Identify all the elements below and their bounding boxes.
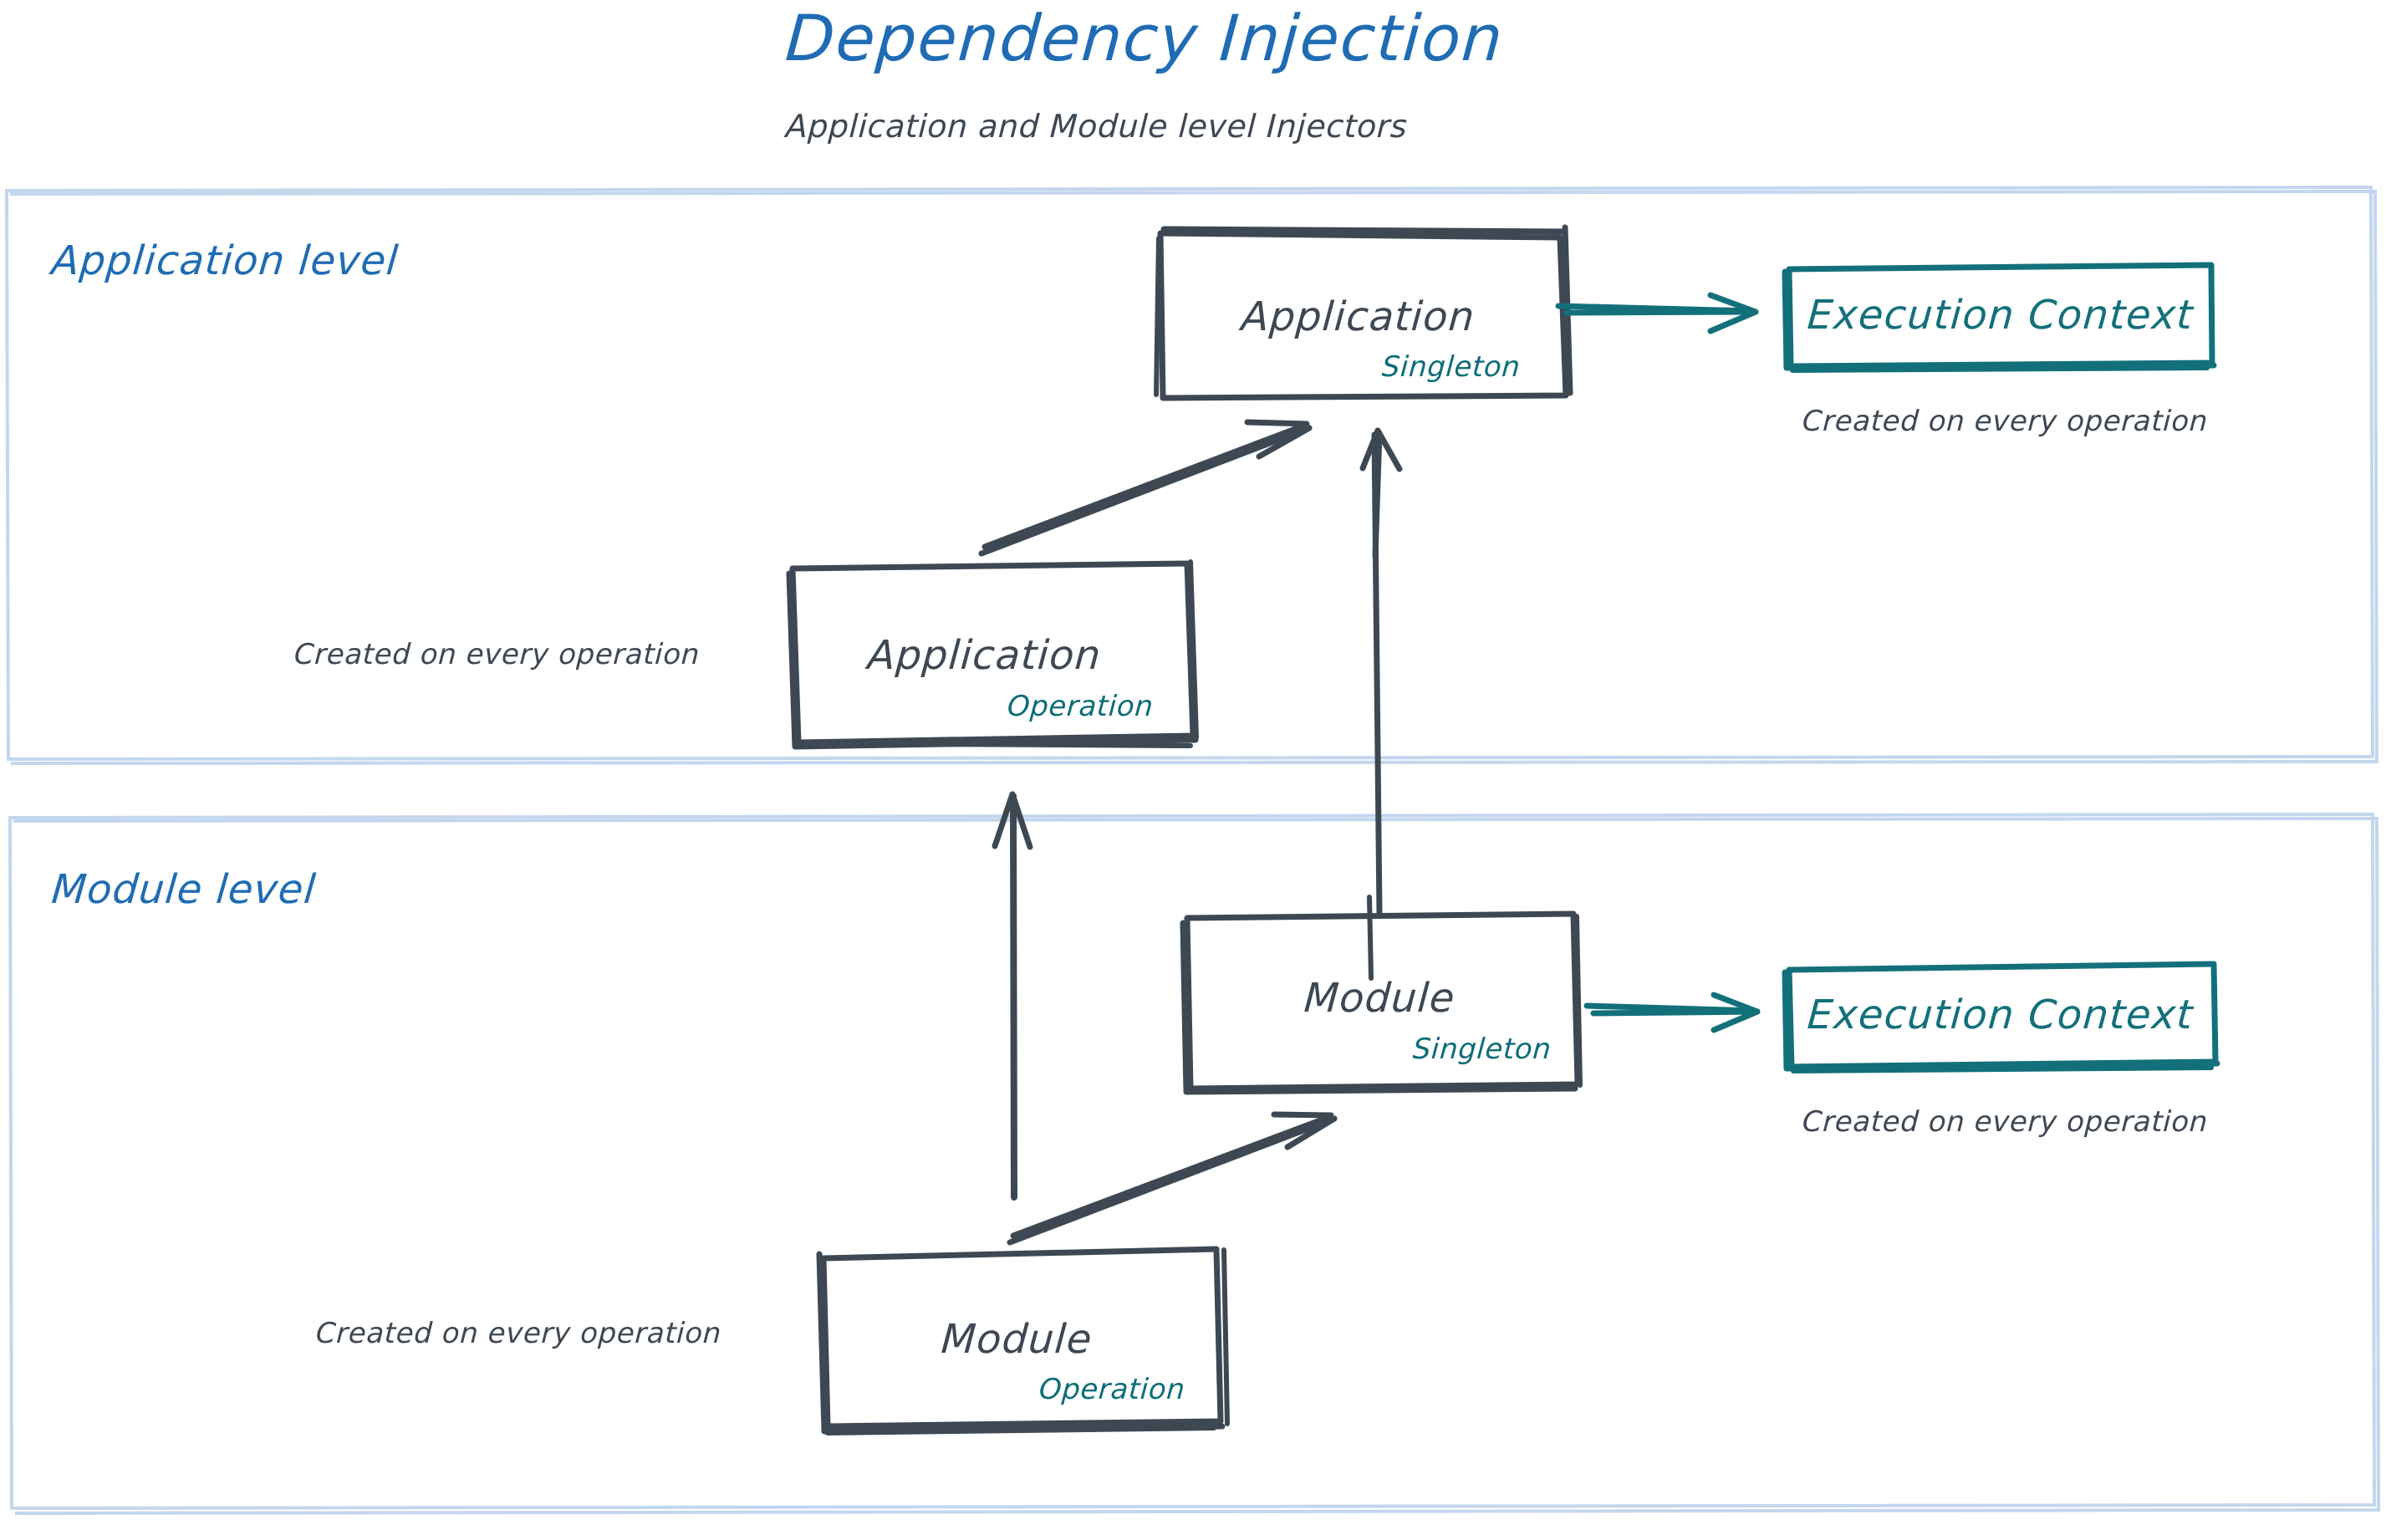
node-application-operation-title: Application: [866, 632, 1104, 679]
page-title: Dependency Injection: [783, 1, 1507, 75]
arrow-module-singleton-to-execution-context: [1583, 992, 1761, 1033]
section-label-application-level: Application level: [49, 237, 401, 284]
node-application-singleton-scope: Singleton: [1380, 350, 1522, 384]
module-level-container-frame: [8, 812, 2381, 1516]
node-application-operation-scope: Operation: [1006, 690, 1155, 723]
node-module-singleton-scope: Singleton: [1411, 1033, 1553, 1066]
arrow-module-operation-to-module-singleton: [1007, 1111, 1338, 1246]
node-module-singleton-title: Module: [1303, 975, 1457, 1022]
node-execution-context-app-title: Execution Context: [1806, 292, 2195, 339]
node-module-operation-scope: Operation: [1038, 1373, 1187, 1406]
note-execution-context-app: Created on every operation: [1801, 405, 2210, 438]
section-label-module-level: Module level: [49, 866, 319, 913]
arrow-module-operation-to-app-operation: [992, 791, 1033, 1201]
arrow-app-operation-to-app-singleton: [978, 419, 1313, 557]
arrow-module-singleton-to-app-singleton: [1359, 427, 1403, 981]
arrow-app-singleton-to-execution-context: [1555, 292, 1759, 334]
node-module-operation-title: Module: [940, 1316, 1094, 1363]
node-application-singleton-title: Application: [1240, 293, 1477, 340]
note-application-operation: Created on every operation: [293, 638, 701, 671]
note-module-operation: Created on every operation: [314, 1317, 723, 1350]
page-subtitle: Application and Module level Injectors: [784, 108, 1409, 145]
node-execution-context-module-title: Execution Context: [1806, 992, 2195, 1038]
note-execution-context-module: Created on every operation: [1801, 1105, 2210, 1139]
